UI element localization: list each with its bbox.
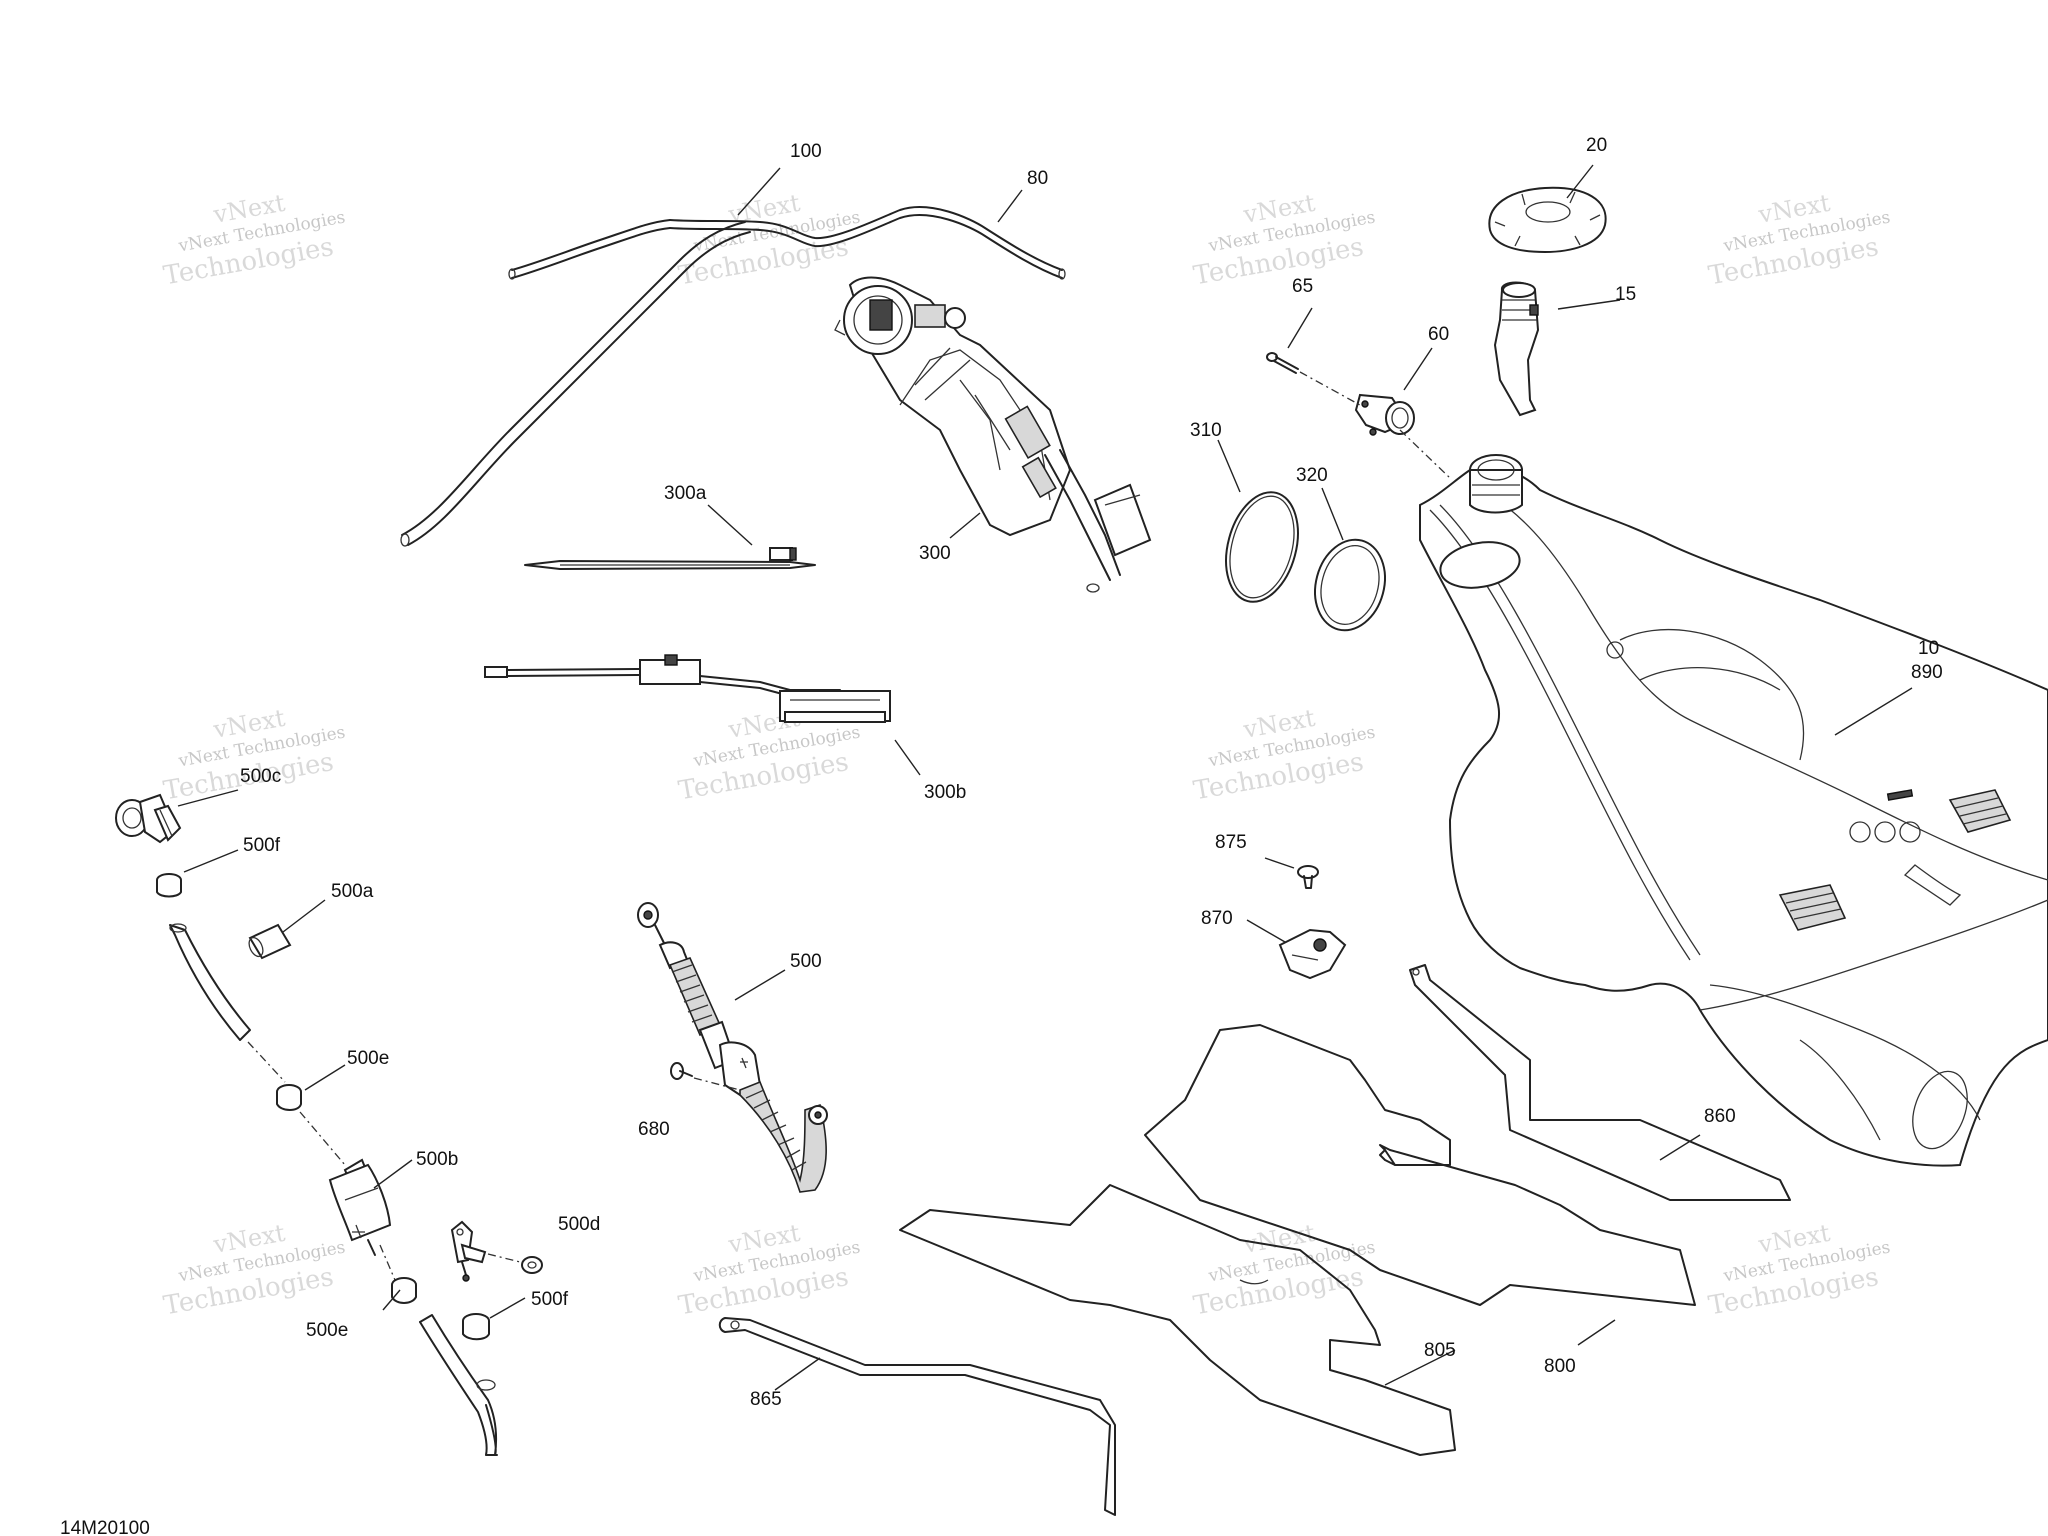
part-500c-elbow — [115, 793, 182, 844]
callout-865: 865 — [750, 1389, 782, 1410]
assembly-line — [299, 1111, 346, 1166]
callout-500f-top: 500f — [243, 835, 281, 856]
leader-lines — [177, 164, 1913, 1391]
callout-20: 20 — [1586, 135, 1607, 156]
part-500e-clamp-top — [276, 1084, 302, 1111]
watermark: vNext vNext Technologies Technologies — [1191, 1219, 1377, 1322]
callout-310: 310 — [1190, 420, 1222, 441]
callout-labels: 100 80 20 65 15 60 310 320 300a 300 10 8… — [240, 135, 1943, 1410]
watermark: vNext vNext Technologies Technologies — [161, 189, 347, 292]
watermark: vNext vNext Technologies Technologies — [1191, 189, 1377, 292]
callout-500e-top: 500e — [347, 1048, 389, 1069]
watermark: vNext vNext Technologies Technologies — [1191, 704, 1377, 807]
part-310-seal-ring — [1225, 491, 1299, 603]
callout-300a: 300a — [664, 483, 707, 504]
callout-320: 320 — [1296, 465, 1328, 486]
callout-500f-bot: 500f — [531, 1289, 569, 1310]
callout-680: 680 — [638, 1119, 670, 1140]
part-500-hose-bottom — [419, 1314, 498, 1456]
callout-805: 805 — [1424, 1340, 1456, 1361]
part-500-hose-segment — [169, 923, 251, 1041]
callout-15: 15 — [1615, 284, 1636, 305]
callout-500e-bot: 500e — [306, 1320, 348, 1341]
callout-870: 870 — [1201, 908, 1233, 929]
watermark: vNext vNext Technologies Technologies — [1706, 189, 1892, 292]
callout-500: 500 — [790, 951, 822, 972]
watermark: vNext vNext Technologies Technologies — [1706, 1219, 1892, 1322]
part-20-fuel-cap — [1488, 186, 1607, 254]
callout-300b: 300b — [924, 782, 966, 803]
callout-80: 80 — [1027, 168, 1048, 189]
watermark: vNext vNext Technologies Technologies — [161, 704, 347, 807]
part-865-strap — [718, 1317, 1116, 1516]
watermark: vNext vNext Technologies Technologies — [676, 1219, 862, 1322]
part-300b-level-sender — [484, 654, 891, 723]
assembly-line — [247, 1041, 286, 1083]
assembly-line — [1399, 429, 1451, 479]
watermark: vNext vNext Technologies Technologies — [161, 1219, 347, 1322]
callout-890: 890 — [1911, 662, 1943, 683]
assembly-line — [379, 1244, 396, 1281]
callout-65: 65 — [1292, 276, 1313, 297]
callout-10: 10 — [1918, 638, 1939, 659]
part-300-fuel-pump-module — [834, 276, 1152, 593]
part-80-vent-hose — [669, 206, 1066, 280]
callout-60: 60 — [1428, 324, 1449, 345]
callout-860: 860 — [1704, 1106, 1736, 1127]
part-500d-washer — [521, 1256, 543, 1274]
part-860-tank-strap — [1409, 964, 1791, 1201]
part-15-filler-neck — [1493, 281, 1540, 417]
diagram-code: 14M20100 — [60, 1518, 150, 1536]
part-800-panel — [1144, 1024, 1696, 1306]
part-870-bracket — [1278, 928, 1347, 980]
callout-500b: 500b — [416, 1149, 458, 1170]
part-500f-clamp-bottom — [462, 1313, 490, 1341]
part-10-fuel-tank — [1419, 454, 2048, 1167]
part-680-screw — [670, 1062, 741, 1091]
callout-100: 100 — [790, 141, 822, 162]
callout-800: 800 — [1544, 1356, 1576, 1377]
part-60-valve — [1354, 393, 1415, 436]
part-65-bolt — [1266, 352, 1299, 374]
part-500b-fuel-filter — [328, 1158, 392, 1256]
part-500a-clamp — [248, 923, 292, 960]
part-500f-clamp-top — [156, 873, 182, 898]
assembly-line — [1299, 371, 1361, 406]
callout-500d: 500d — [558, 1214, 600, 1235]
part-500-fuel-hose-assembly — [637, 902, 828, 1193]
part-875-rivet — [1297, 865, 1319, 889]
part-500d-bracket-connector — [450, 1220, 521, 1282]
callout-300: 300 — [919, 543, 951, 564]
part-100-vent-hose — [400, 219, 751, 547]
part-320-gasket — [1314, 538, 1386, 632]
part-300a-level-probe — [524, 547, 816, 570]
part-500e-clamp-bottom — [391, 1277, 417, 1304]
callout-500c: 500c — [240, 766, 281, 787]
callout-875: 875 — [1215, 832, 1247, 853]
callout-500a: 500a — [331, 881, 374, 902]
part-805-panel — [899, 1184, 1456, 1456]
